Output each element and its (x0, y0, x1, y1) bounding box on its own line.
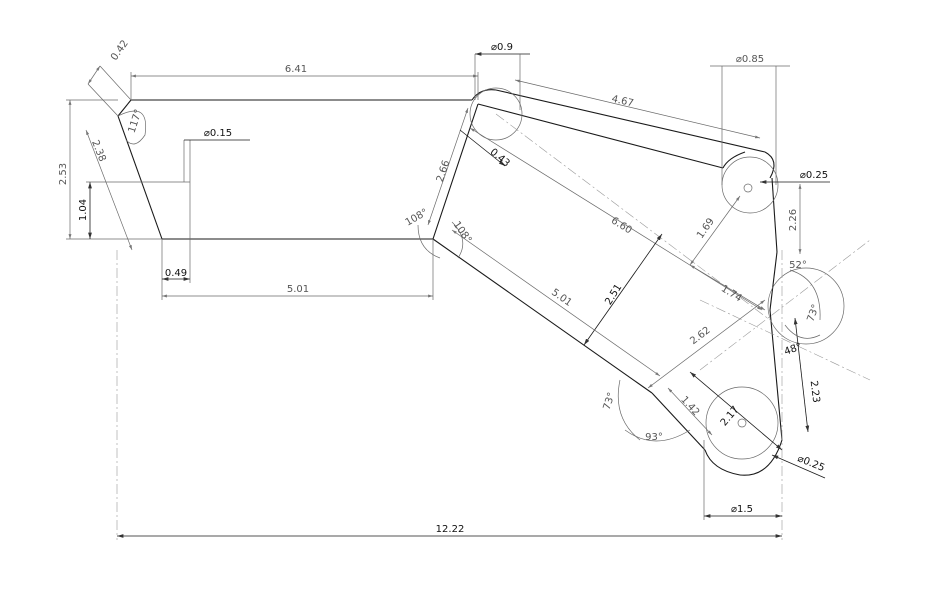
dimension-lines (66, 52, 830, 538)
label-diameter-025-top: ⌀0.25 (800, 170, 828, 181)
label-left-height: 2.53 (58, 163, 69, 185)
arc-52-73 (789, 269, 821, 321)
label-diameter-025-bottom: ⌀0.25 (796, 453, 826, 474)
inner-fillet (722, 151, 746, 169)
bottom-right-arc (739, 439, 783, 476)
dim-line-262 (647, 299, 766, 389)
arc-108-right (451, 221, 464, 259)
dim-line-501-diag (451, 229, 661, 377)
label-angle-108-right: 108° (451, 220, 474, 246)
label-262: 2.62 (688, 325, 712, 347)
lower-diagonal-edge (432, 238, 653, 394)
dimension-labels: 12.22 6.41 5.01 2.53 1.04 0.42 2.38 0.49… (58, 38, 828, 535)
angle-circle-right (767, 267, 845, 345)
label-angle-52: 52° (789, 260, 807, 271)
label-inner-height: 1.04 (78, 199, 89, 221)
bottom-left-arc (704, 449, 741, 476)
label-diameter-09: ⌀0.9 (491, 42, 513, 53)
dim-line-467 (514, 79, 761, 139)
label-142: 1.42 (678, 394, 701, 418)
label-bottom-length: 5.01 (287, 284, 309, 295)
label-diag-501: 5.01 (549, 287, 574, 309)
ext-042-b (99, 65, 132, 101)
arc-73-left (617, 379, 641, 441)
label-angle-73-right: 73° (805, 303, 821, 323)
label-169: 1.69 (695, 216, 717, 241)
arc-108-left (417, 224, 441, 259)
label-angle-108-left: 108° (404, 207, 430, 229)
arc-48 (784, 324, 821, 339)
centerline-diag-a (699, 299, 871, 381)
center-lines (116, 113, 871, 540)
right-edge-upper (771, 177, 778, 253)
label-angle-48: 48° (783, 341, 803, 357)
dim-line-217 (689, 371, 783, 451)
label-angle-93: 93° (645, 432, 663, 443)
label-251: 2.51 (603, 282, 624, 307)
label-angle-117: 117° (127, 108, 145, 134)
label-offset-049: 0.49 (165, 268, 187, 279)
label-slant-length: 2.38 (89, 139, 108, 164)
label-chamfer: 0.42 (109, 38, 131, 63)
label-top-right-link: 4.67 (610, 94, 634, 110)
leader-025-bottom (771, 454, 826, 479)
label-link-diag: 2.66 (435, 159, 452, 184)
label-long-diag: 6.60 (609, 215, 634, 236)
label-174: 1.74 (719, 283, 744, 304)
slant-edge (117, 115, 163, 240)
pivot-hole-bottom (737, 418, 747, 428)
top-right-fillet (764, 151, 775, 179)
dim-line-266 (427, 107, 469, 226)
label-angle-73-left: 73° (602, 391, 618, 411)
arc-117 (117, 110, 147, 145)
label-diameter-085: ⌀0.85 (736, 54, 764, 65)
label-overall-width: 12.22 (436, 524, 465, 535)
top-pivot-arc (471, 89, 497, 101)
ext-042-a (87, 83, 119, 117)
label-offset-043: 0.43 (488, 147, 512, 170)
label-226: 2.26 (788, 209, 799, 231)
pivot-circle-bottom (705, 386, 779, 460)
right-edge-mid (769, 251, 778, 311)
pivot-circle-right (721, 156, 779, 214)
label-diameter-015: ⌀0.15 (204, 128, 232, 139)
label-diameter-15: ⌀1.5 (731, 504, 753, 515)
label-223: 2.23 (808, 380, 822, 403)
chamfer-edge (117, 99, 132, 117)
pivot-hole-right (743, 183, 753, 193)
dim-line-042 (87, 65, 101, 85)
arc-93 (624, 429, 691, 442)
label-217: 2.17 (719, 404, 742, 428)
dim-line-169 (689, 195, 741, 266)
dim-line-223 (793, 317, 810, 433)
label-top-length: 6.41 (285, 64, 307, 75)
dim-line-238 (85, 129, 133, 251)
